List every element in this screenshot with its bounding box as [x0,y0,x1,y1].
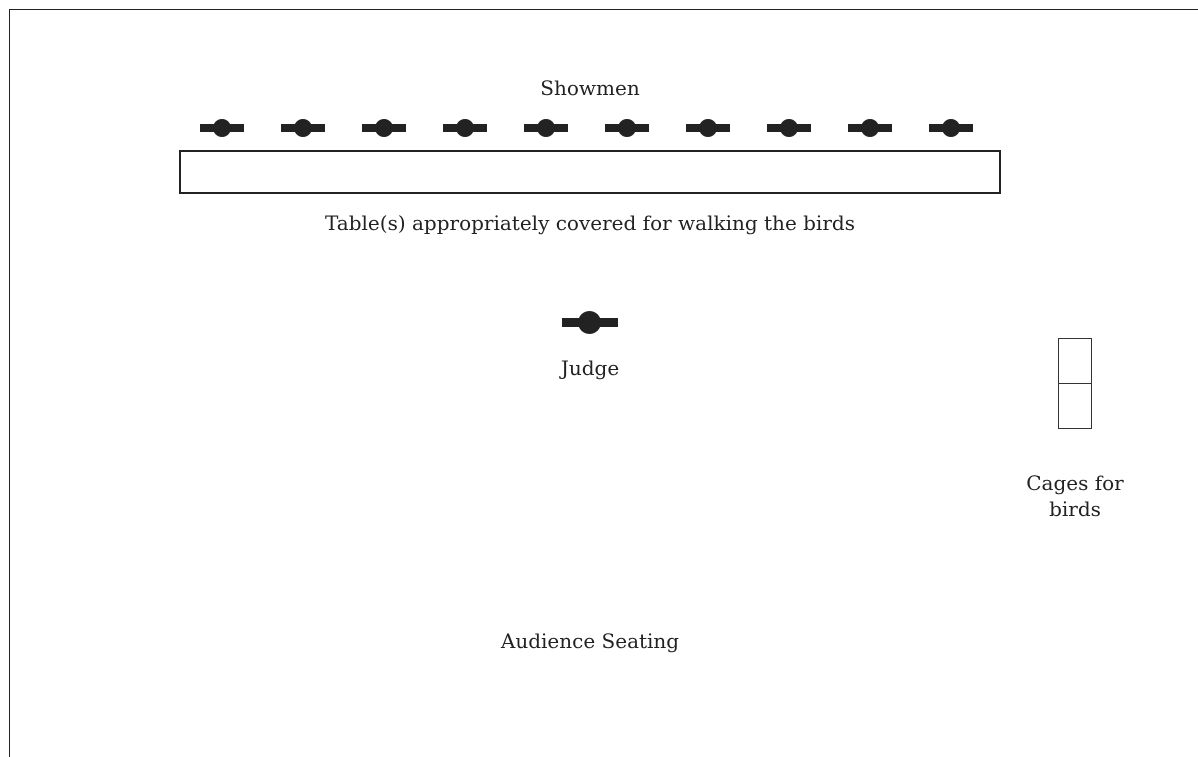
showmen-label: Showmen [540,76,640,100]
showman-figure [929,118,973,138]
showman-figure [443,118,487,138]
showman-head [213,119,231,137]
showman-figure [524,118,568,138]
showman-head [699,119,717,137]
audience-seating-label: Audience Seating [500,629,680,653]
judge-label: Judge [560,356,620,380]
table-label: Table(s) appropriately covered for walki… [325,211,855,235]
judge-head [578,311,601,334]
bird-cage [1058,338,1092,384]
showman-head [861,119,879,137]
showman-head [780,119,798,137]
showman-head [294,119,312,137]
page-frame-left [9,9,10,757]
walking-table [179,150,1001,194]
showman-figure [848,118,892,138]
showman-head [618,119,636,137]
cages-label: Cages for birds [1026,471,1124,521]
showman-figure [281,118,325,138]
page-frame-top [9,9,1198,10]
showman-figure [200,118,244,138]
showman-figure [605,118,649,138]
showman-head [456,119,474,137]
showman-head [375,119,393,137]
bird-cage [1058,383,1092,429]
showman-head [537,119,555,137]
showman-figure [767,118,811,138]
showman-figure [686,118,730,138]
judge-figure [562,311,618,335]
showman-figure [362,118,406,138]
showman-head [942,119,960,137]
